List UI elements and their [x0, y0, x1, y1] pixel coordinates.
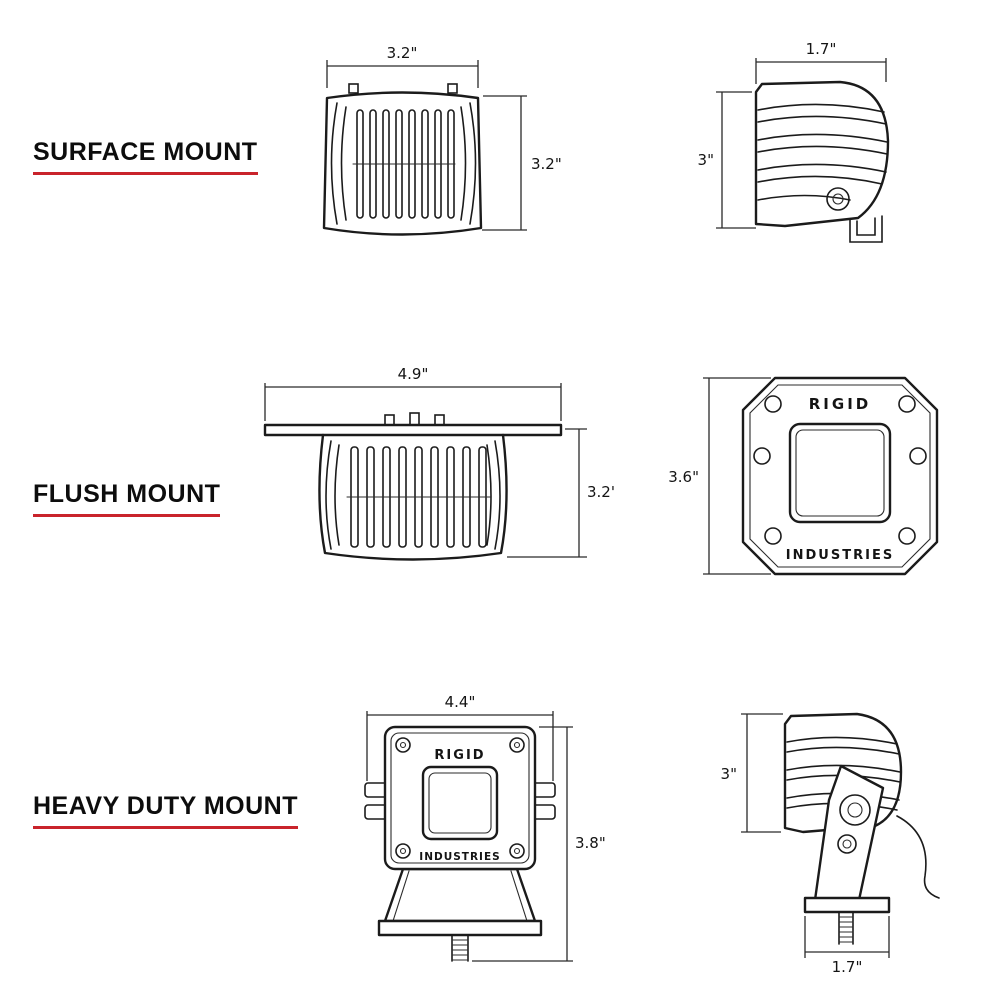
heat-sink-fins: [352, 109, 456, 219]
dim-surface-rear-height: 3.2": [531, 155, 562, 173]
dim-flush-rear-width: 4.9": [398, 365, 429, 383]
dim-flush-rear-height: 3.2": [587, 483, 615, 501]
pivot-bolt: [839, 794, 871, 826]
dim-heavy-side-bottom-width: 1.7": [832, 958, 863, 976]
breather-port: [826, 187, 850, 211]
screw-holes: [753, 395, 927, 545]
mount-foot: [849, 215, 883, 243]
heavy-duty-side-view-drawing: 3" 1.7": [721, 712, 940, 976]
dim-surface-rear-width: 3.2": [387, 44, 418, 62]
mounting-stud: [838, 911, 854, 945]
flush-mount-front-view-drawing: 3.6" RIGID INDUSTRIES: [668, 376, 939, 576]
surface-mount-rear-view-drawing: 3.2" 3.2": [322, 44, 562, 236]
side-fins: [757, 103, 888, 201]
label-heavy-duty-mount: HEAVY DUTY MOUNT: [33, 792, 298, 829]
dim-heavy-front-height: 3.8": [575, 834, 605, 852]
dim-heavy-side-height: 3": [721, 765, 737, 783]
brand-rigid: RIGID: [434, 748, 485, 763]
bracket-foot: [803, 896, 891, 914]
heavy-duty-front-view-drawing: 4.4" 3.8" RIGID INDUSTR: [364, 695, 605, 962]
label-flush-mount: FLUSH MOUNT: [33, 480, 221, 517]
flush-flange: [263, 423, 563, 437]
flush-mount-rear-view-drawing: 4.9" 3.2": [263, 365, 615, 561]
dim-surface-side-width: 1.7": [806, 40, 837, 58]
label-surface-mount: SURFACE MOUNT: [33, 138, 258, 175]
lens: [421, 765, 499, 841]
dim-surface-side-height: 3": [698, 151, 714, 169]
bracket-base: [377, 919, 543, 937]
bracket-arm: [813, 764, 885, 902]
heat-sink-fins: [346, 446, 491, 548]
lens: [788, 422, 892, 524]
side-fins: [786, 736, 901, 811]
surface-mount-side-view-drawing: 1.7" 3": [698, 40, 890, 243]
brand-rigid: RIGID: [809, 395, 871, 413]
mounting-stud: [451, 934, 469, 962]
brand-industries: INDUSTRIES: [419, 851, 500, 863]
lock-bolt: [837, 834, 857, 854]
wire: [896, 815, 940, 899]
dim-flush-front-height: 3.6": [668, 468, 699, 486]
dim-heavy-front-width: 4.4": [445, 695, 476, 711]
corner-screws: [395, 737, 525, 859]
brand-industries: INDUSTRIES: [786, 548, 894, 563]
